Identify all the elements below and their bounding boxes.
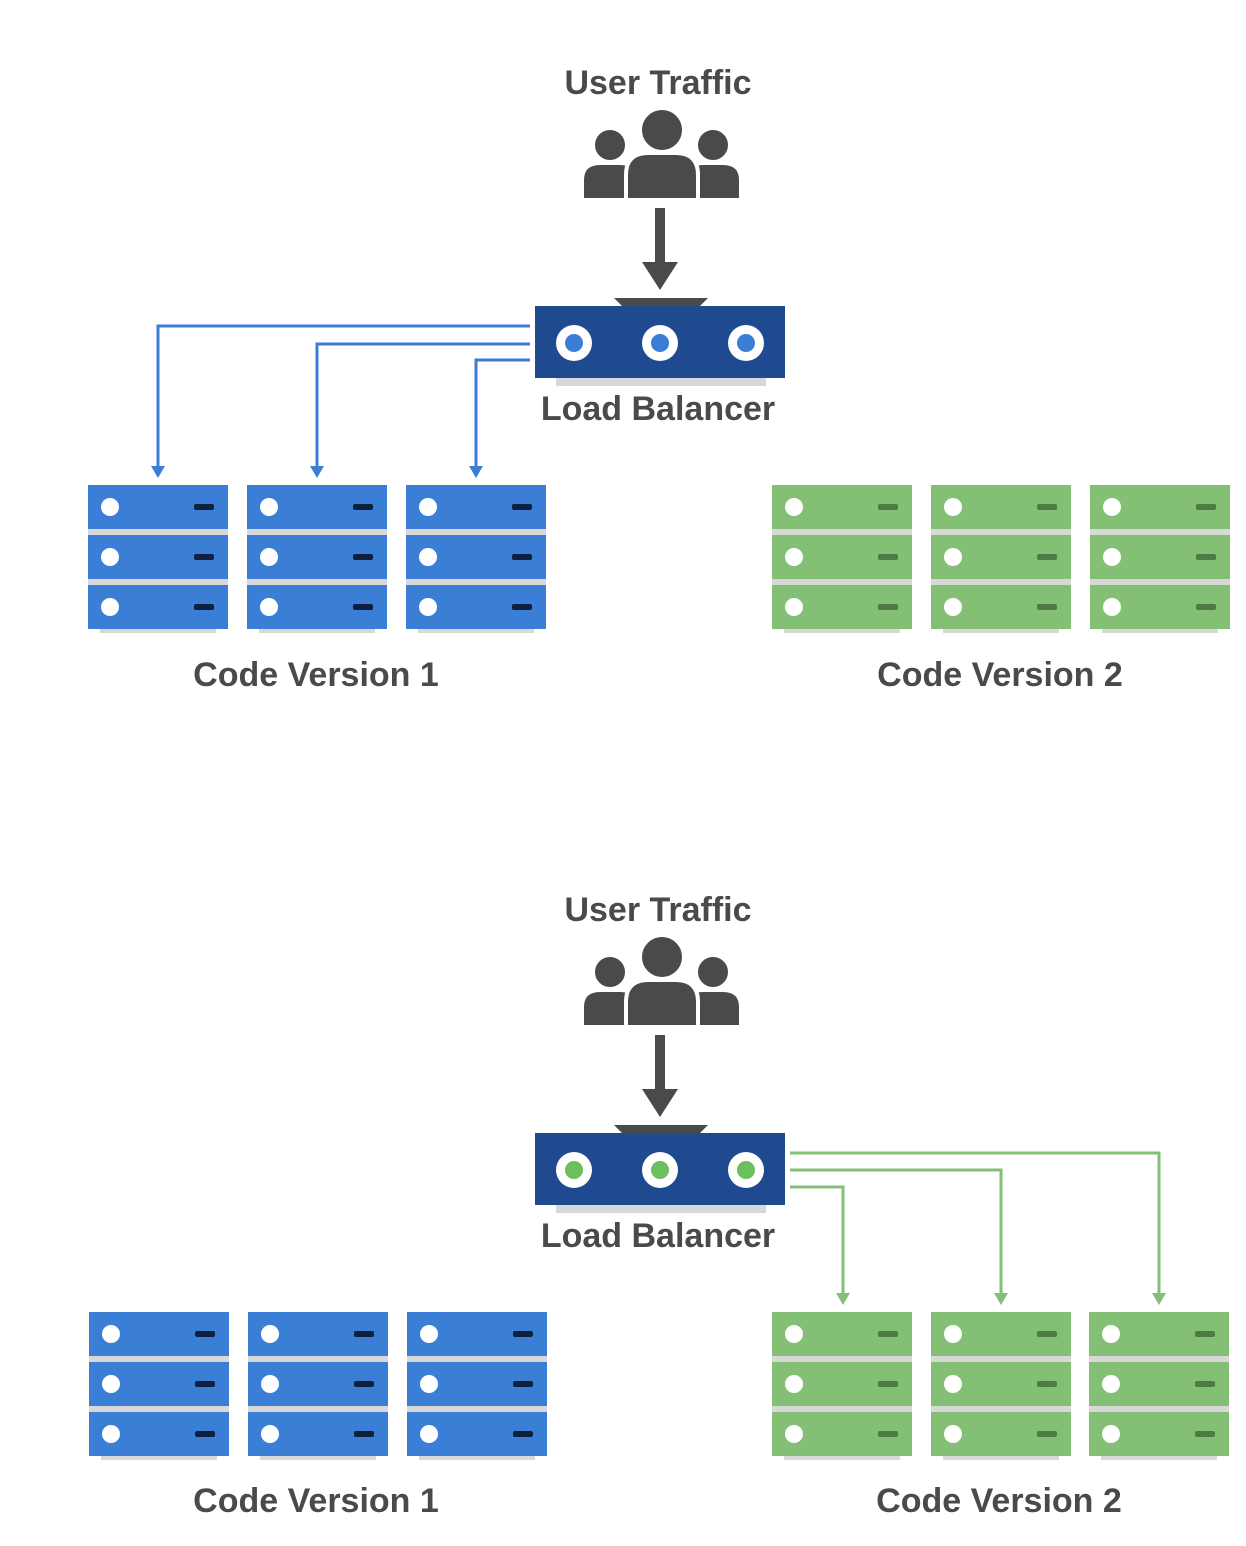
traffic-arrow bbox=[642, 1035, 678, 1117]
traffic-arrow bbox=[642, 208, 678, 290]
server-group-v1 bbox=[88, 485, 546, 633]
server-rack-icon bbox=[247, 485, 387, 633]
load-balancer-icon bbox=[535, 1125, 785, 1213]
server-rack-icon bbox=[772, 485, 912, 633]
group-label-v1: Code Version 1 bbox=[193, 656, 439, 694]
routing-lines bbox=[790, 1151, 1166, 1305]
server-rack-icon bbox=[931, 1312, 1071, 1460]
users-icon bbox=[580, 933, 743, 1029]
load-balancer-led bbox=[642, 1152, 678, 1188]
users-icon bbox=[580, 106, 743, 202]
load-balancer-led bbox=[642, 325, 678, 361]
group-label-v1: Code Version 1 bbox=[193, 1482, 439, 1520]
load-balancer-icon bbox=[535, 298, 785, 386]
server-rack-icon bbox=[772, 1312, 912, 1460]
server-group-v2 bbox=[772, 485, 1230, 633]
load-balancer-label: Load Balancer bbox=[541, 1217, 775, 1255]
load-balancer-led bbox=[728, 325, 764, 361]
load-balancer-led bbox=[556, 325, 592, 361]
load-balancer-led bbox=[556, 1152, 592, 1188]
server-rack-icon bbox=[248, 1312, 388, 1460]
load-balancer-led bbox=[728, 1152, 764, 1188]
server-rack-icon bbox=[89, 1312, 229, 1460]
panel-2: User Traffic bbox=[89, 891, 1229, 1520]
user-traffic-label: User Traffic bbox=[564, 64, 751, 102]
panel-1: User Traffic bbox=[88, 64, 1230, 694]
routing-lines bbox=[151, 324, 530, 478]
server-rack-icon bbox=[406, 485, 546, 633]
server-rack-icon bbox=[1090, 485, 1230, 633]
server-rack-icon bbox=[931, 485, 1071, 633]
server-rack-icon bbox=[1089, 1312, 1229, 1460]
group-label-v2: Code Version 2 bbox=[876, 1482, 1122, 1520]
server-rack-icon bbox=[407, 1312, 547, 1460]
load-balancer-label: Load Balancer bbox=[541, 390, 775, 428]
server-rack-icon bbox=[88, 485, 228, 633]
server-group-v1 bbox=[89, 1312, 547, 1460]
group-label-v2: Code Version 2 bbox=[877, 656, 1123, 694]
user-traffic-label: User Traffic bbox=[564, 891, 751, 929]
server-group-v2 bbox=[772, 1312, 1229, 1460]
